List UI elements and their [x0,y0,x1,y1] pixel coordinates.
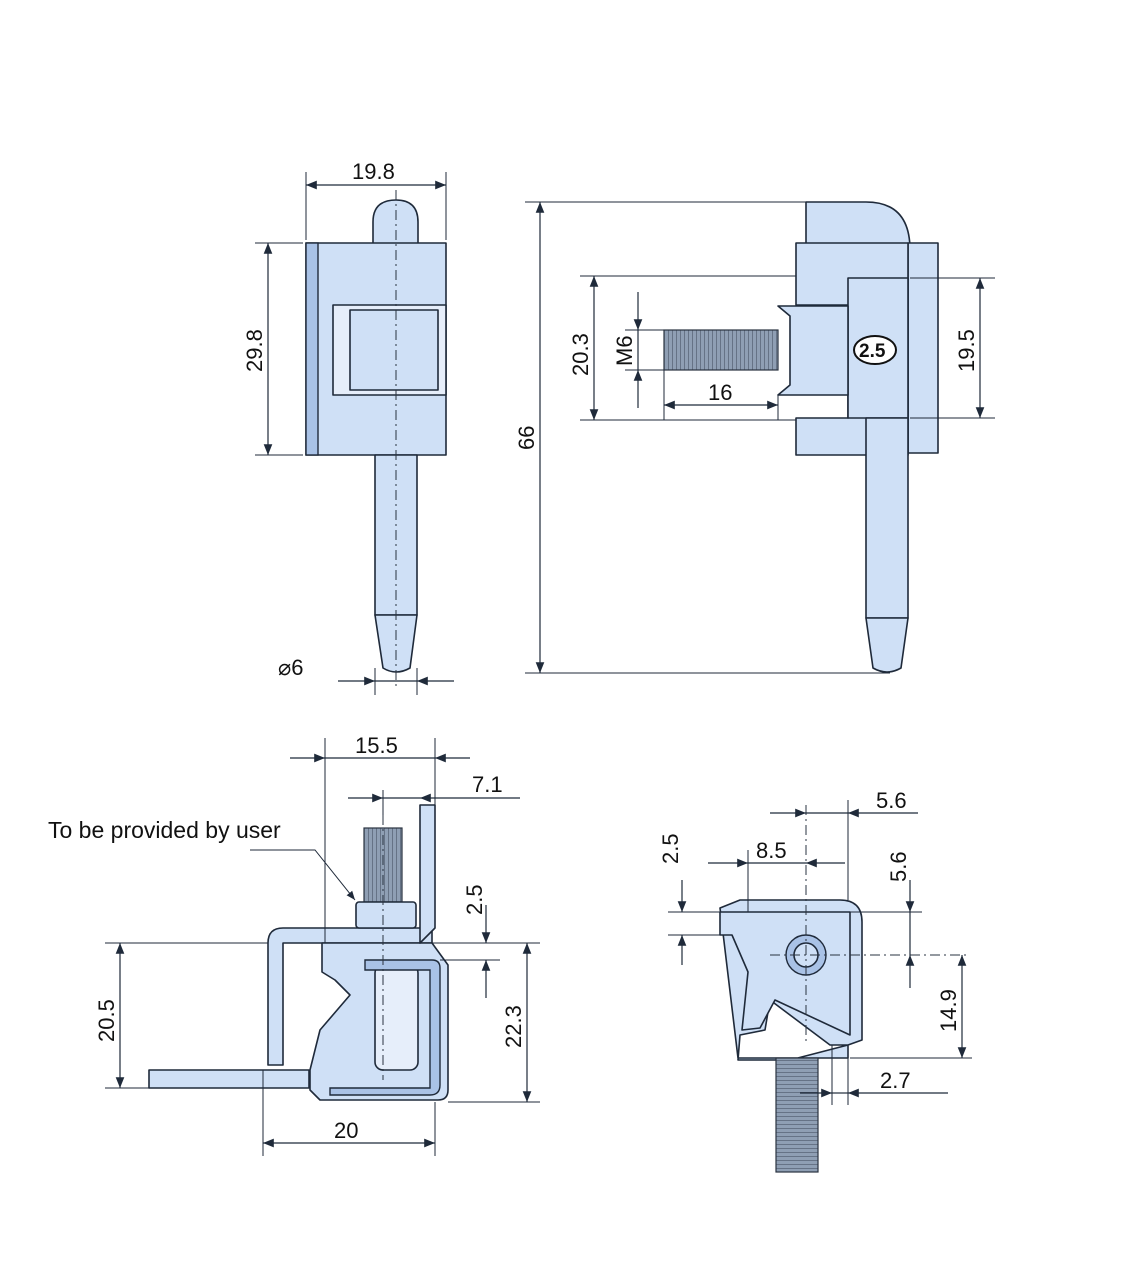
note-provided-by-user: To be provided by user [48,817,281,843]
assembly-slot [374,964,419,1071]
dim-front-height: 29.8 [242,329,267,372]
dim-bl-height-left: 20.5 [94,999,119,1042]
dim-pin-diameter: ⌀6 [278,655,303,680]
assembly-angle [419,804,436,944]
dim-overall-height: 66 [514,426,539,450]
dim-front-width: 19.8 [352,159,395,184]
badge-circle [853,335,897,365]
note-leader [250,849,356,901]
dim-bl-width-bottom: 20 [334,1118,358,1143]
front-inner-pin [349,309,439,391]
dim-br-top-offset: 5.6 [876,788,907,813]
dim-br-top-width: 8.5 [756,838,787,863]
badge-value: 2.5 [859,341,886,362]
assembly-view: To be provided by user 15.5 7.1 2.5 20.5… [48,733,540,1156]
hinge-end-view: 5.6 8.5 2.5 5.6 14.9 2.7 [658,788,972,1173]
dim-br-right-offset: 5.6 [886,851,911,882]
dim-thread-size: M6 [612,335,637,366]
side-screw-thread [663,329,779,371]
side-back-plate [907,242,939,454]
dim-bl-offset: 7.1 [472,772,503,797]
dim-br-bottom-offset: 2.7 [880,1068,911,1093]
assembly-floor-plate [148,1069,310,1089]
side-view: 2.5 66 20.3 M6 16 19.5 [514,201,995,674]
side-nut [777,305,849,396]
assembly-bolt-nut [355,901,417,929]
dim-bl-width-top: 15.5 [355,733,398,758]
dim-br-height: 14.9 [936,989,961,1032]
dim-br-left-gap: 2.5 [658,833,683,864]
hinge-bolt-thread [775,1057,819,1173]
dim-thread-length: 16 [708,380,732,405]
front-pin-tip [374,614,418,673]
dim-bl-height-right: 22.3 [501,1005,526,1048]
dim-screw-pitch-height: 20.3 [568,333,593,376]
side-pin-tip [865,617,909,673]
assembly-inner-bracket [329,959,441,1096]
dim-right-height: 19.5 [954,329,979,372]
front-top-pin [372,199,419,245]
front-view: 19.8 29.8 ⌀6 [242,159,454,695]
side-pin [865,417,909,619]
front-body-side [305,242,319,456]
dim-bl-gap: 2.5 [462,884,487,915]
